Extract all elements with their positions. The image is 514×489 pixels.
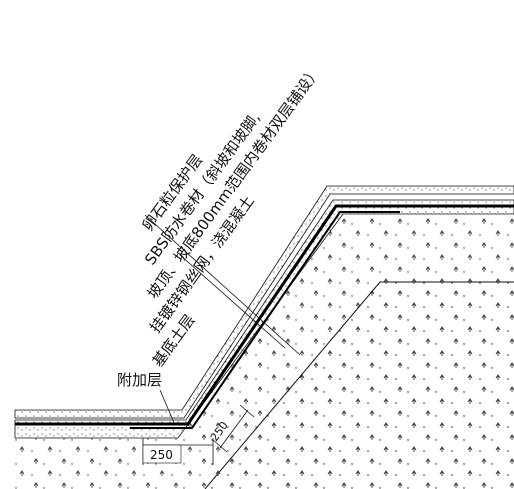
concrete-layer	[14, 199, 514, 439]
bottom-dimension-label: 250	[150, 448, 173, 462]
label-additional-layer: 附加层	[117, 371, 162, 389]
base-soil-layer	[15, 214, 514, 489]
lower-slope-line	[204, 281, 514, 489]
leader-lines	[144, 214, 301, 426]
sbs-waterproof-membrane	[15, 204, 514, 429]
gravel-protection-layer	[14, 185, 514, 419]
bottom-dimension-box	[142, 444, 182, 464]
label-sbs-membrane: SBS防水卷材（斜坡和坡脚,	[141, 109, 264, 268]
